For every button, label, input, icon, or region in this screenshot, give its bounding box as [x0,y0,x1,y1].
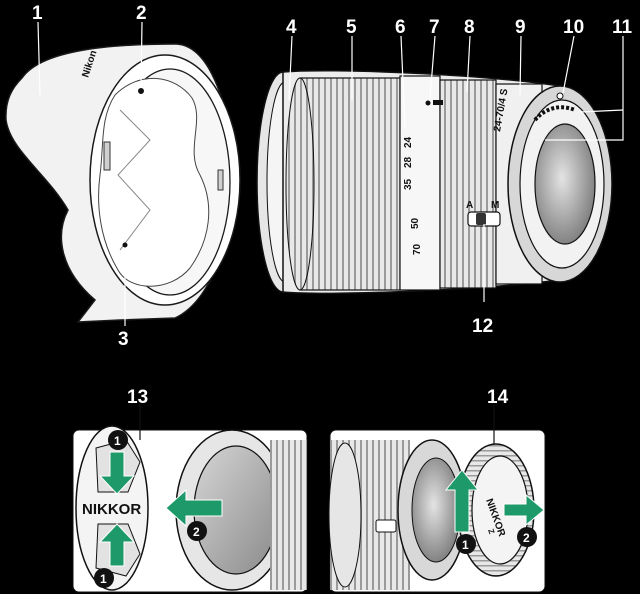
callout-9: 9 [515,17,526,38]
front-cap-panel: NIKKOR 1 1 2 [72,404,308,593]
callout-7: 7 [429,17,440,38]
callout-3: 3 [118,329,129,350]
step-1-top-label: 1 [114,434,121,448]
front-cap-label: NIKKOR [82,501,141,518]
am-switch[interactable]: A M [466,200,501,227]
step-2-label: 2 [193,525,200,539]
callout-13: 13 [127,387,148,408]
callout-4: 4 [286,17,297,38]
callout-11: 11 [612,17,633,38]
cpu-contacts [533,105,576,122]
zoom-mark-50: 50 [410,217,421,229]
rotate-cap-arrow [444,469,480,533]
rear-lens-cap[interactable]: NIKKOR Z [457,443,535,577]
callout-6: 6 [395,17,406,38]
zoom-mark-35: 35 [403,178,414,190]
hood-alignment-dot [138,88,144,94]
remove-rear-cap-arrow [503,493,545,527]
remove-cap-arrow [165,488,223,528]
callout-10: 10 [563,17,584,38]
step-1-top-badge [108,430,128,450]
callout-1: 1 [32,3,43,24]
step-1-bottom-label: 1 [100,572,107,586]
zoom-index-mark [433,100,443,105]
lens-body: 24 28 35 50 70 24-70/4 S A M [256,70,613,294]
lens-hood: Nikon [5,43,241,323]
callout-leaders [37,21,624,326]
step-1-bottom-badge [94,568,114,588]
switch-label-a: A [466,200,473,211]
hood-mounting-mark [122,242,128,248]
zoom-mark-28: 28 [403,156,414,168]
squeeze-up-arrow [98,523,136,567]
rear-step-1-badge [456,534,476,554]
callout-2: 2 [136,3,147,24]
step-2-badge [187,521,207,541]
zoom-mark-24: 24 [403,136,414,148]
callout-5: 5 [346,17,357,38]
switch-label-m: M [491,200,499,211]
callout-12: 12 [472,316,493,337]
zoom-mark-70: 70 [412,243,423,255]
focus-index-dot [425,100,431,106]
mounting-mark [556,92,564,100]
callout-14: 14 [487,387,509,408]
callout-8: 8 [464,17,475,38]
squeeze-down-arrow [98,451,136,495]
rear-step-1-label: 1 [462,538,469,552]
rear-cap-sub-label: Z [486,528,496,536]
rear-step-2-badge [517,527,537,547]
rear-cap-panel: NIKKOR Z 1 2 [328,404,546,593]
rear-step-2-label: 2 [523,531,530,545]
